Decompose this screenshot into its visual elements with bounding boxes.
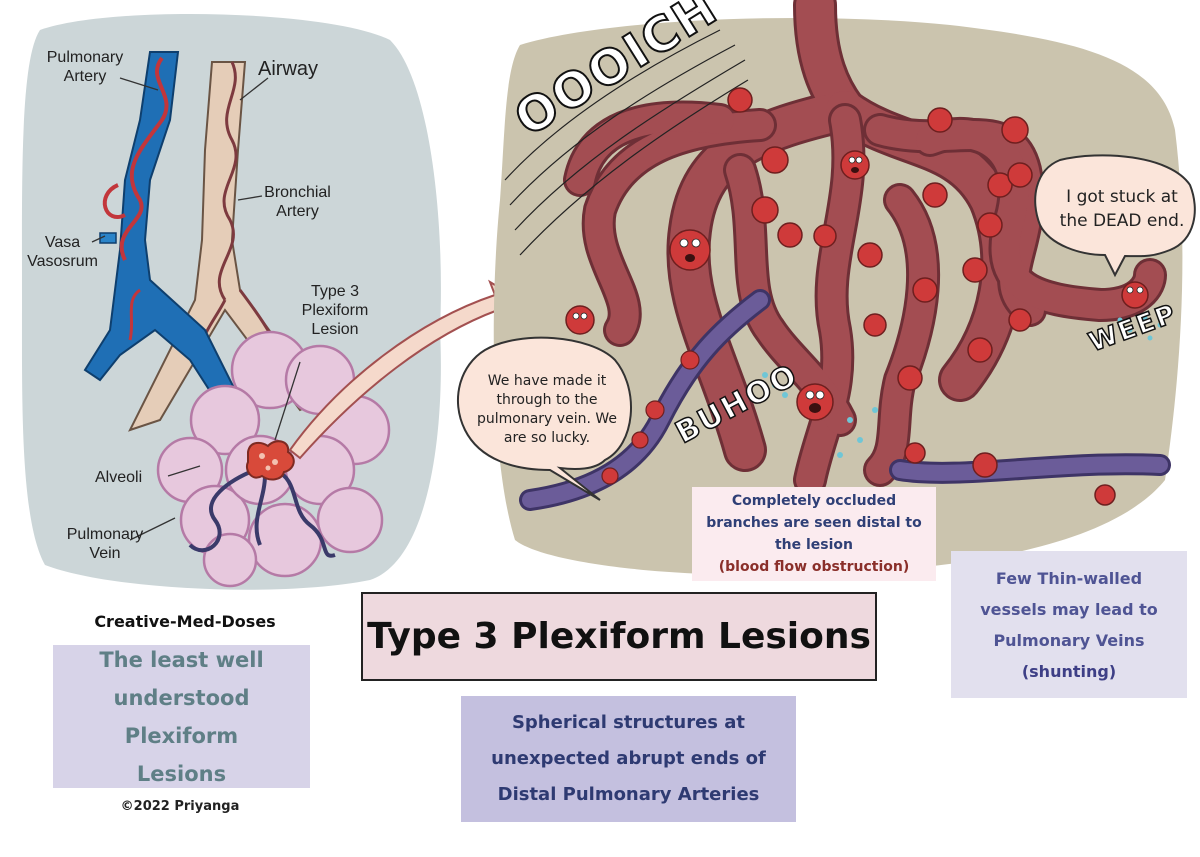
label-pulmonary-artery: Pulmonary Artery	[46, 49, 124, 85]
dead-end-bubble-text: I got stuck at the DEAD end.	[1059, 187, 1185, 231]
label-bronchial-artery: Bronchial Artery	[264, 184, 331, 220]
label-vasa-vasosrum: Vasa Vasosrum	[27, 234, 98, 270]
occluded-note-text: Completely occluded branches are seen di…	[706, 493, 922, 553]
thin-walled-frame	[951, 551, 1187, 698]
thin-walled-note-text: Few Thin-walled vessels may lead to Pulm…	[980, 568, 1158, 650]
label-pulmonary-vein: Pulmonary Vein	[66, 526, 144, 562]
thin-walled-note-emphasis: (shunting)	[1021, 661, 1117, 681]
leader-lines	[91, 77, 301, 541]
thin-walled-note: Few Thin-walled vessels may lead to Pulm…	[951, 551, 1187, 698]
spherical-note: Spherical structures at unexpected abrup…	[461, 696, 796, 822]
spherical-frame	[461, 696, 796, 822]
brand-name: Creative-Med-Doses	[94, 612, 276, 631]
occluded-frame	[692, 487, 936, 581]
label-alveoli: Alveoli	[95, 469, 143, 486]
blood-cells	[565, 87, 1149, 506]
vein-bubble-shape	[456, 336, 632, 501]
page-title: Type 3 Plexiform Lesions	[367, 616, 871, 657]
lesion-blob	[246, 440, 295, 481]
speed-lines	[504, 29, 749, 256]
title-frame	[361, 592, 877, 681]
dead-end-bubble-shape	[1034, 154, 1196, 278]
occluded-note-emphasis: (blood flow obstruction)	[718, 559, 910, 575]
vein-bubble-text: We have made it through to the pulmonary…	[477, 373, 617, 446]
occluded-note: Completely occluded branches are seen di…	[692, 487, 936, 581]
label-type3-lesion: Type 3 Plexiform Lesion	[301, 283, 369, 338]
copyright: ©2022 Priyanga	[120, 799, 240, 814]
pulmonary-vein-lines	[188, 468, 336, 558]
pulmonary-artery-tube	[83, 51, 252, 432]
least-understood-frame	[53, 645, 310, 788]
tear-drops	[762, 315, 1163, 458]
least-understood-note-text: The least well understood Plexiform Lesi…	[99, 647, 264, 786]
alveoli-cluster	[156, 330, 391, 588]
least-understood-note: The least well understood Plexiform Lesi…	[53, 645, 310, 788]
label-airway: Airway	[258, 58, 319, 80]
spherical-note-text: Spherical structures at unexpected abrup…	[491, 712, 766, 805]
